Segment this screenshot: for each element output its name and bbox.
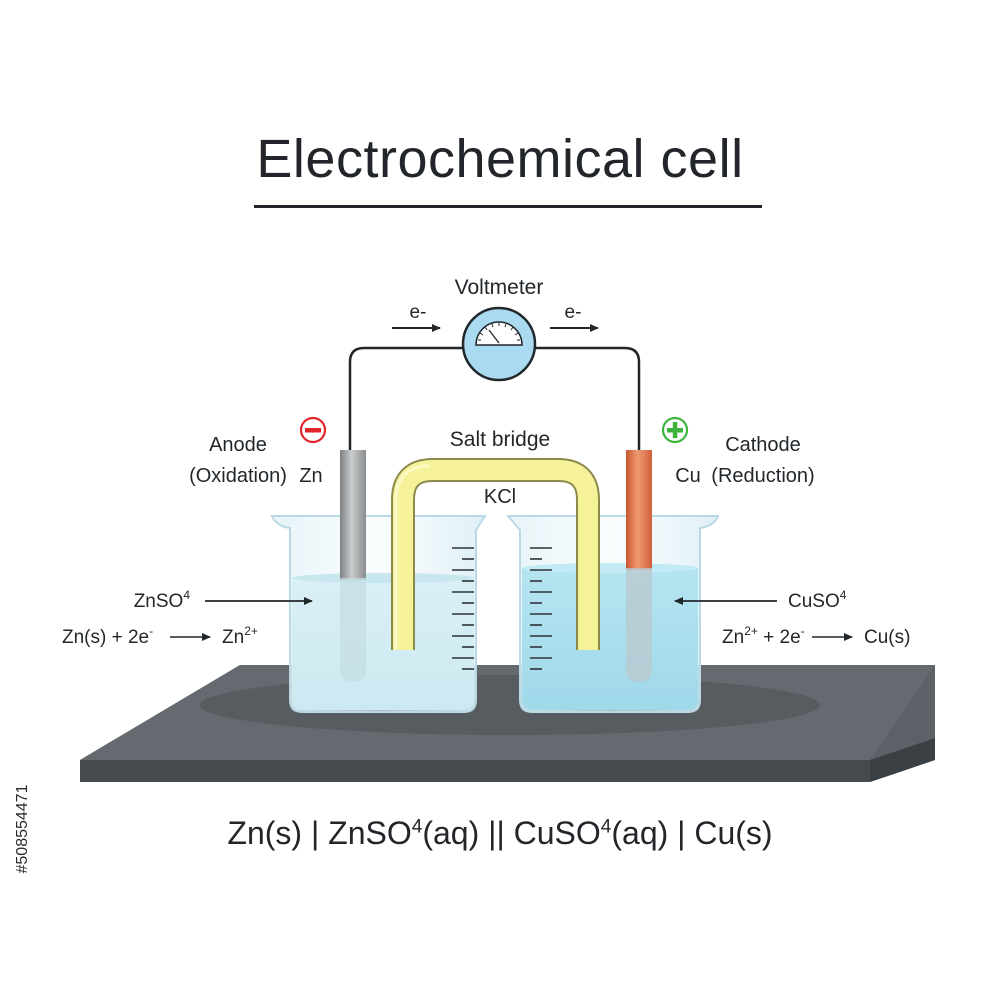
anode-label: Anode — [209, 434, 267, 456]
electron-label-right: e- — [565, 302, 582, 323]
cathode-reaction-reactants: Zn2+ + 2e- — [722, 624, 805, 648]
zinc-electrode — [340, 450, 366, 682]
anode-solution-label: ZnSO4 — [134, 588, 191, 612]
cathode-beaker-scale — [530, 547, 552, 670]
cathode-solution-label: CuSO4 — [788, 588, 847, 612]
voltmeter-label: Voltmeter — [455, 276, 544, 299]
right-wire — [535, 346, 641, 450]
salt-bridge-label: Salt bridge — [450, 428, 550, 451]
lab-table — [80, 665, 935, 782]
cathode-label: Cathode — [725, 434, 801, 456]
left-wire — [348, 346, 462, 450]
voltmeter-needle — [488, 329, 500, 344]
cathode-metal-label: Cu — [675, 465, 701, 487]
cell-notation: Zn(s) | ZnSO4(aq) || CuSO4(aq) | Cu(s) — [227, 815, 773, 851]
cathode-process-label: (Reduction) — [711, 465, 814, 487]
salt-bridge — [391, 458, 600, 650]
page-title: Electrochemical cell — [256, 129, 744, 189]
voltmeter — [461, 306, 537, 382]
minus-circle-icon — [299, 416, 327, 444]
electron-label-left: e- — [410, 302, 427, 323]
cathode-beaker — [505, 515, 720, 713]
anode-metal-label: Zn — [299, 465, 322, 487]
salt-bridge-compound-label: KCl — [484, 486, 516, 508]
anode-reaction-reactants: Zn(s) + 2e- — [62, 624, 153, 648]
anode-beaker — [270, 515, 487, 713]
anode-beaker-scale — [452, 547, 474, 670]
anode-reaction-product: Zn2+ — [222, 624, 258, 648]
cathode-reaction-product: Cu(s) — [864, 627, 910, 648]
plus-circle-icon — [661, 416, 689, 444]
side-stamp: #508554471 — [14, 784, 31, 874]
title-underline — [254, 205, 762, 208]
copper-electrode — [626, 450, 652, 682]
anode-process-label: (Oxidation) — [189, 465, 287, 487]
